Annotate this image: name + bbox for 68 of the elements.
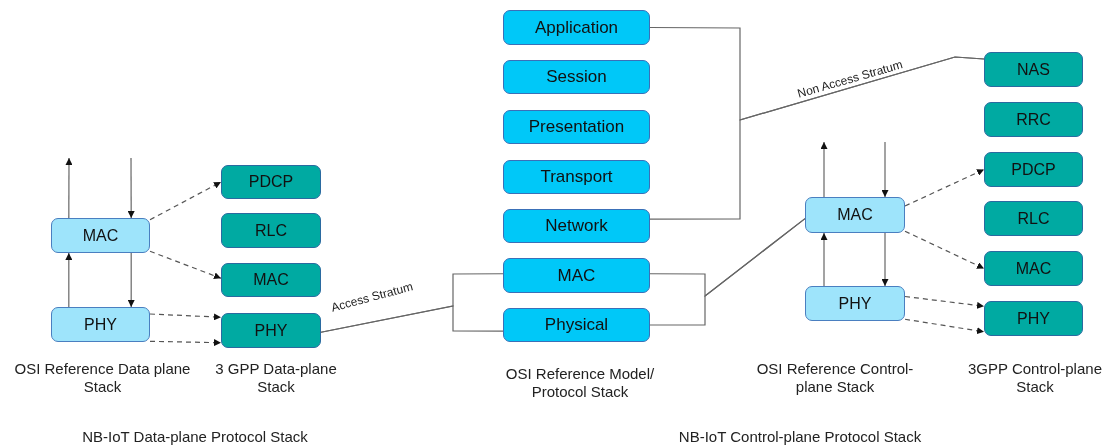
layer-label: RLC: [255, 221, 287, 240]
layer-label: Transport: [540, 167, 613, 187]
layer-label: Session: [546, 67, 607, 87]
arrow: [904, 318, 985, 335]
connector-line: [320, 305, 504, 333]
layer-box: [984, 102, 1083, 137]
arrow: [65, 157, 73, 219]
layer-label: Network: [545, 216, 608, 236]
layer-label: Application: [534, 17, 619, 38]
arrow: [904, 168, 985, 207]
layer-box: [984, 201, 1083, 236]
arrow: [127, 252, 135, 308]
arrow: [881, 141, 889, 198]
arrow: [881, 232, 889, 287]
layer-box: [221, 165, 321, 199]
layer-label: RRC: [1016, 110, 1051, 129]
arrow: [149, 339, 222, 347]
layer-box: [503, 258, 650, 293]
layer-box: [503, 209, 650, 243]
layer-label: Physical: [544, 315, 609, 335]
layer-box: [221, 213, 321, 248]
arrow: [65, 252, 73, 308]
arrow: [149, 181, 222, 221]
layer-label: MAC: [557, 265, 596, 286]
layer-label: Presentation: [528, 117, 625, 137]
arrow: [127, 157, 135, 219]
layer-label: PHY: [838, 294, 872, 313]
stack-caption: OSI Reference Model/ Protocol Stack: [504, 365, 656, 401]
arrow: [149, 250, 222, 280]
layer-box: [984, 152, 1083, 187]
layer-box: [984, 52, 1083, 87]
layer-label: PDCP: [248, 173, 294, 191]
layer-box: [503, 10, 650, 45]
stack-caption: OSI Reference Control-plane Stack: [755, 360, 915, 396]
stack-caption: 3GPP Control-plane Stack: [967, 360, 1103, 396]
connector-line: [649, 218, 806, 326]
arrow: [904, 230, 985, 270]
layer-box: [805, 197, 905, 233]
layer-box: [984, 251, 1083, 286]
layer-label: MAC: [837, 206, 873, 224]
layer-box: [984, 301, 1083, 336]
layer-label: MAC: [253, 271, 289, 289]
layer-box: [503, 160, 650, 194]
layer-label: MAC: [82, 226, 119, 245]
layer-label: PDCP: [1011, 160, 1056, 179]
arrow: [149, 313, 222, 321]
stack-caption: NB-IoT Control-plane Protocol Stack: [677, 428, 923, 446]
layer-box: [503, 308, 650, 342]
layer-label: RLC: [1017, 209, 1050, 228]
layer-label: NAS: [1017, 60, 1050, 79]
layer-label: PHY: [1017, 309, 1050, 328]
layer-label: MAC: [1015, 259, 1052, 278]
arrow: [820, 232, 828, 287]
arrow: [904, 295, 985, 309]
stack-caption: 3 GPP Data-plane Stack: [214, 360, 338, 396]
layer-label: PHY: [254, 321, 288, 340]
layer-label: PHY: [84, 315, 117, 334]
layer-box: [503, 110, 650, 144]
stack-caption: OSI Reference Data plane Stack: [13, 360, 192, 396]
layer-box: [805, 286, 905, 321]
connector-line: [649, 56, 985, 220]
layer-box: [503, 60, 650, 94]
stack-caption: NB-IoT Data-plane Protocol Stack: [81, 428, 309, 446]
layer-box: [51, 218, 150, 253]
layer-box: [51, 307, 150, 342]
layer-box: [221, 263, 321, 297]
arrow: [820, 141, 828, 198]
layer-box: [221, 313, 321, 348]
